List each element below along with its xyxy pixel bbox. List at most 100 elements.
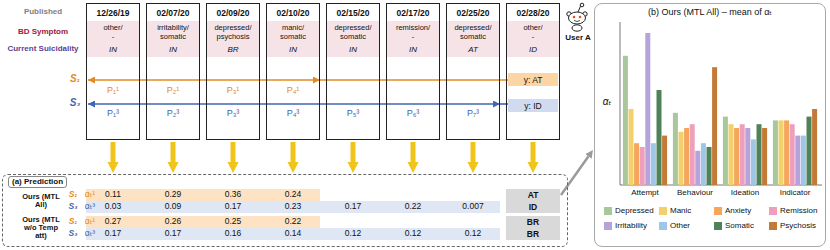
legend-item: Somatic	[714, 220, 769, 232]
row-shade	[86, 216, 320, 228]
table-cell: 0.29	[161, 189, 185, 201]
post-index: P₃³	[213, 108, 253, 118]
bar	[762, 128, 767, 185]
suicidality-text: IN	[387, 45, 439, 55]
bar	[679, 132, 684, 185]
suicidality-text: IN	[327, 45, 379, 55]
bar	[640, 147, 645, 185]
legend-text: Remission	[780, 206, 817, 216]
weight-symbol: αₜ¹	[80, 216, 100, 228]
y-axis	[620, 22, 621, 185]
symptom-text: depressed/ somatic	[327, 24, 379, 41]
sequence-label: S₁	[66, 189, 80, 201]
table-cell: 0.17	[101, 228, 125, 240]
symptom-text: other/ -	[87, 24, 139, 41]
table-cell: 0.24	[281, 189, 305, 201]
legend-item: Irritability	[604, 220, 659, 232]
bar	[690, 124, 695, 185]
flow-arrow	[411, 142, 416, 162]
table-cell: 0.17	[161, 228, 185, 240]
bar	[623, 56, 628, 185]
bar	[634, 143, 639, 185]
post-document: 02/28/20other/ -IDy: ATy: ID	[506, 3, 560, 140]
link-arrow	[561, 157, 588, 195]
post-document: 02/15/20 depressed/ somaticIN	[326, 3, 380, 140]
sequence-label: S₁	[66, 216, 80, 228]
bar	[751, 139, 756, 185]
table-cell: 0.23	[281, 201, 305, 213]
bar	[757, 124, 762, 185]
row-shade	[86, 201, 500, 213]
post-date: 02/10/20	[267, 8, 319, 18]
row-shade	[86, 189, 320, 201]
table-cell: 0.16	[221, 228, 245, 240]
flow-arrow	[291, 142, 296, 162]
post-date: 12/26/19	[87, 8, 139, 18]
post-date: 02/17/20	[387, 8, 439, 18]
bar	[790, 124, 795, 185]
post-date: 02/09/20	[207, 8, 259, 18]
table-cell: 0.22	[281, 216, 305, 228]
post-index: P₄³	[273, 108, 313, 118]
post-index: P₁¹	[93, 85, 133, 95]
post-index: P₁³	[93, 108, 133, 118]
legend-item: Remission	[769, 205, 824, 217]
suicidality-text: BR	[207, 45, 259, 55]
post-date: 02/07/20	[147, 8, 199, 18]
suicidality-text: IN	[87, 45, 139, 55]
legend-swatch	[714, 222, 722, 230]
post-date: 02/15/20	[327, 8, 379, 18]
bar	[701, 143, 706, 185]
bar	[812, 109, 817, 185]
legend-text: Other	[670, 221, 690, 231]
bar	[807, 117, 812, 185]
legend-item: Manic	[659, 205, 714, 217]
post-date: 02/28/20	[507, 8, 559, 18]
table-cell: 0.12	[401, 228, 425, 240]
result-text: BR	[527, 217, 539, 227]
suicidality-text: IN	[267, 45, 319, 55]
table-cell: 0.03	[101, 201, 125, 213]
post-index: P₇³	[453, 108, 493, 118]
symptom-text: other/ -	[507, 24, 559, 41]
legend-swatch	[659, 207, 667, 215]
bar	[795, 136, 800, 185]
category-label: Ideation	[720, 188, 770, 197]
legend-swatch	[604, 207, 612, 215]
legend-item: Depressed	[604, 205, 659, 217]
flow-arrow	[471, 142, 476, 162]
flow-arrow	[351, 142, 356, 162]
label-box: y: ID	[508, 99, 558, 112]
legend-item: Psychosis	[769, 220, 824, 232]
bar	[629, 109, 634, 185]
legend-swatch	[769, 222, 777, 230]
post-document: 02/07/20 irritability/ somaticIN	[146, 3, 200, 140]
legend-text: Depressed	[615, 206, 654, 216]
symptom-text: irritability/ somatic	[147, 24, 199, 41]
table-cell: 0.26	[161, 216, 185, 228]
table-cell: 0.11	[101, 189, 125, 201]
symptom-text: depressed/ psychosis	[207, 24, 259, 41]
result-cell: AT	[506, 189, 560, 201]
legend-text: Manic	[670, 206, 691, 216]
label-text: y: AT	[524, 75, 543, 85]
post-document: 12/26/19 other/ - IN	[86, 3, 140, 140]
row-label: Current Suicidality	[2, 44, 84, 53]
suicidality-text: IN	[147, 45, 199, 55]
label-box: y: AT	[508, 73, 558, 86]
table-cell: 0.007	[461, 201, 485, 213]
user-label: User A	[562, 33, 594, 42]
post-index: P₄¹	[273, 85, 313, 95]
bar-group	[623, 33, 817, 185]
bar	[684, 128, 689, 185]
table-cell: 0.27	[101, 216, 125, 228]
result-cell: BR	[506, 228, 560, 240]
result-text: AT	[528, 190, 539, 200]
post-document: 02/10/20manic/ somaticIN	[266, 3, 320, 140]
symptom-text: depressed/ somatic	[447, 24, 499, 41]
weight-symbol: αₜ³	[80, 228, 100, 240]
category-label: Indicator	[770, 188, 820, 197]
weight-symbol: αₜ³	[80, 201, 100, 213]
table-cell: 0.25	[221, 216, 245, 228]
bar	[729, 124, 734, 185]
